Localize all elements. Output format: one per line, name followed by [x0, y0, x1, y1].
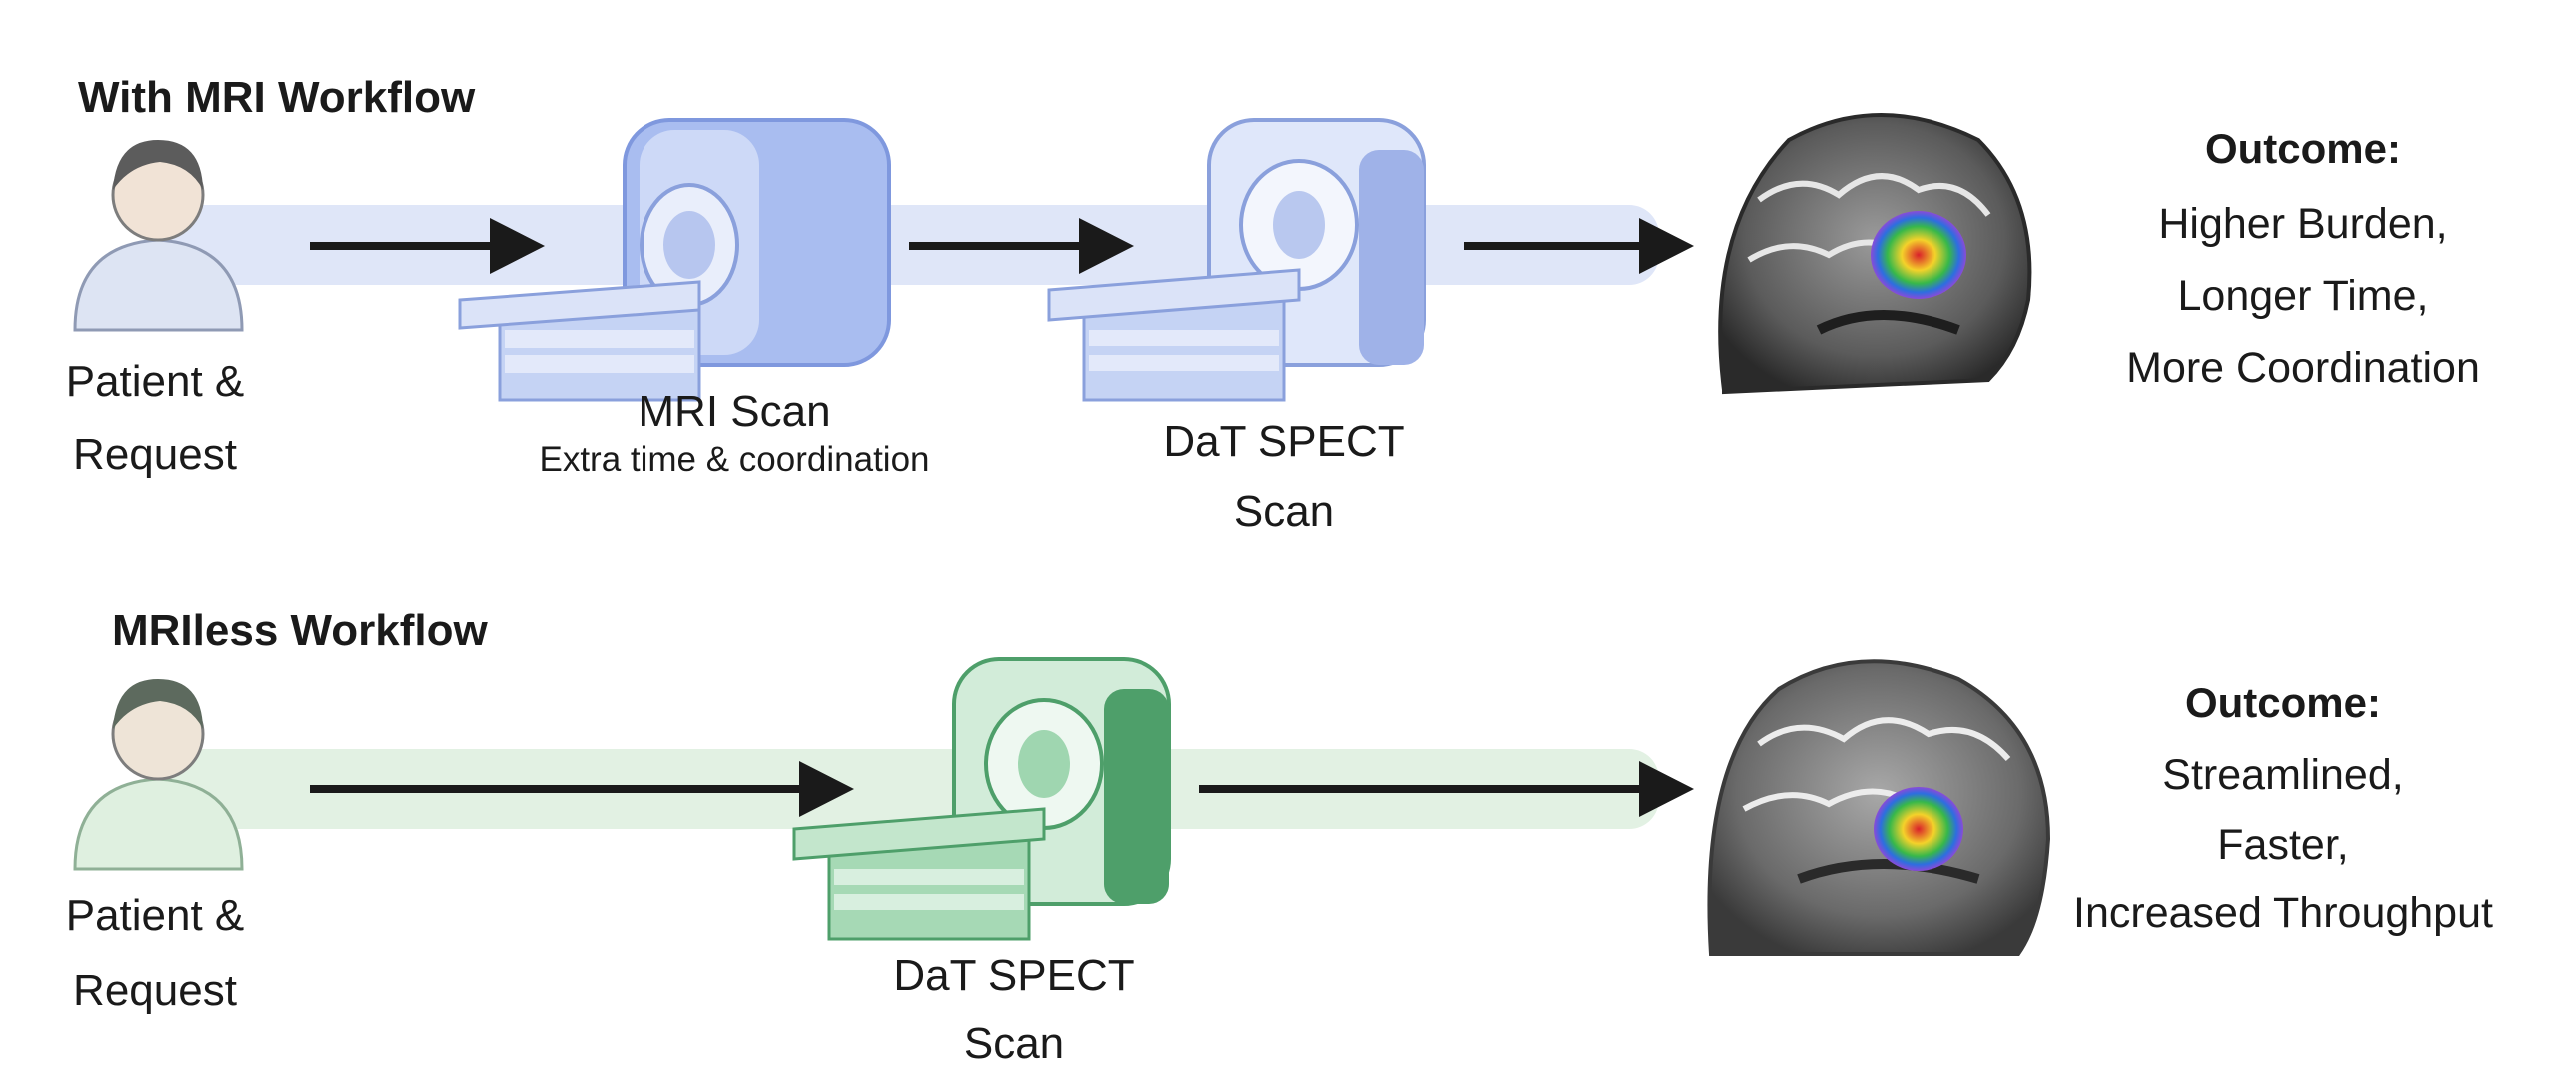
outcome-heading: Outcome: [2184, 679, 2381, 726]
spect-label-line2: Scan [1233, 487, 1335, 536]
brain-scan-image [1718, 100, 2032, 395]
arrow-spect-to-result [1199, 761, 1694, 817]
outcome-line: More Coordination [2126, 344, 2480, 392]
arrow-patient-to-mri [310, 218, 545, 274]
outcome-line: Increased Throughput [2073, 889, 2493, 937]
mri-scanner-icon [458, 118, 891, 402]
outcome-line: Higher Burden, [2158, 200, 2448, 248]
arrow-patient-to-spect [310, 761, 854, 817]
brain-scan-image [1707, 654, 2051, 956]
spect-label-line2: Scan [963, 1019, 1065, 1068]
patient-label-line1: Patient & [65, 891, 245, 940]
mriless-flow-band [150, 749, 1659, 829]
patient-label-line2: Request [73, 430, 237, 479]
spect-scanner-icon [1047, 118, 1426, 402]
person-icon [73, 679, 244, 871]
mri-scan-label: MRI Scan [638, 387, 831, 436]
spect-label-line1: DaT SPECT [893, 951, 1135, 1000]
mri-scan-note: Extra time & coordination [539, 440, 930, 479]
outcome-line: Longer Time, [2177, 272, 2429, 320]
patient-label-line2: Request [73, 966, 237, 1015]
outcome-line: Faster, [2217, 821, 2349, 869]
patient-label-line1: Patient & [65, 357, 245, 406]
person-icon [73, 140, 244, 332]
spect-scanner-icon [792, 657, 1171, 941]
spect-label-line1: DaT SPECT [1163, 417, 1405, 466]
arrow-mri-to-spect [909, 218, 1134, 274]
outcome-heading: Outcome: [2204, 125, 2401, 172]
workflow-title: MRIless Workflow [112, 606, 488, 655]
outcome-line: Streamlined, [2162, 751, 2404, 799]
arrow-spect-to-result [1464, 218, 1694, 274]
workflow-title: With MRI Workflow [78, 73, 476, 122]
